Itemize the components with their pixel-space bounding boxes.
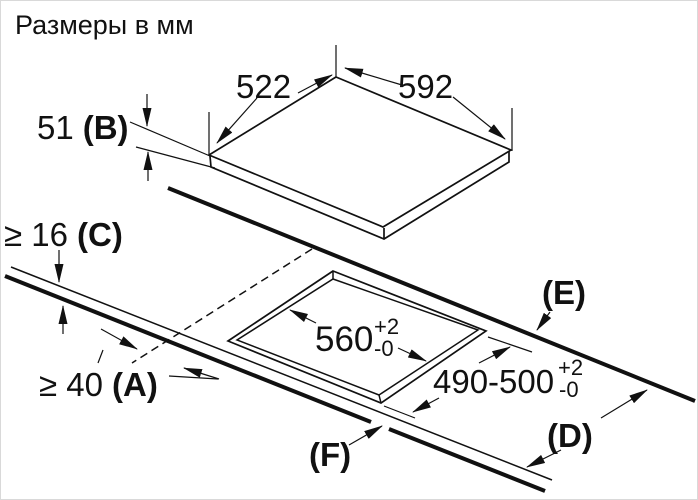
label-d-arrow-down [526, 449, 562, 468]
dim-522-arrow-left [216, 97, 258, 144]
dim-592-arrow-right [452, 96, 506, 140]
projection-dashed-line [131, 248, 313, 364]
dim-490-tol-minus: -0 [559, 377, 579, 402]
dim-40-leader-left [97, 349, 104, 364]
dim-40-arrow-downright [100, 328, 138, 350]
dim-560-arrow-upleft [289, 309, 317, 324]
label-e-arrow [536, 311, 552, 331]
dim-51-extension-upper [129, 121, 211, 157]
hob-top-face [207, 76, 513, 228]
dim-490-arrow-upright [478, 346, 511, 364]
cutout-depth-extension-line-upper [487, 336, 533, 353]
dim-592-text: 592 [398, 68, 453, 105]
dim-16-text: ≥ 16(C) [4, 216, 123, 253]
dim-560-text: 560 [315, 320, 373, 359]
dim-490-tol-plus: +2 [558, 355, 583, 380]
cutout-depth-extension-line-lower [383, 405, 416, 419]
label-d-text: (D) [547, 417, 593, 454]
dim-490-text: 490-500 [433, 363, 554, 400]
worktop-front-edge-line-left [4, 274, 372, 424]
dim-51-extension-lower [135, 146, 216, 169]
label-e-text: (E) [542, 274, 586, 311]
hob-side-lip [209, 151, 510, 240]
label-f-text: (F) [309, 436, 351, 473]
dim-40-arrow-upleft [183, 367, 220, 380]
label-f-arrow [348, 425, 383, 446]
label-d-arrow-up [600, 389, 648, 419]
dim-560-arrow-downright [397, 347, 427, 362]
dim-592-arrow-left [344, 67, 403, 86]
dim-522-text: 522 [236, 68, 291, 105]
dim-490-arrow-downleft [412, 397, 440, 413]
worktop-back-edge-line [167, 186, 696, 403]
dim-40-text: ≥ 40(A) [39, 366, 158, 403]
dim-560-tol-plus: +2 [374, 314, 399, 339]
dim-560-tol-minus: -0 [374, 336, 394, 361]
diagram-title: Размеры в мм [15, 10, 194, 40]
worktop-front-surface-line [10, 266, 553, 481]
dim-51-text: 51(B) [37, 109, 129, 146]
worktop-front-edge-line-right [388, 427, 546, 493]
dim-522-arrow-right [297, 74, 333, 94]
cutout-rim-connectors [332, 271, 382, 404]
